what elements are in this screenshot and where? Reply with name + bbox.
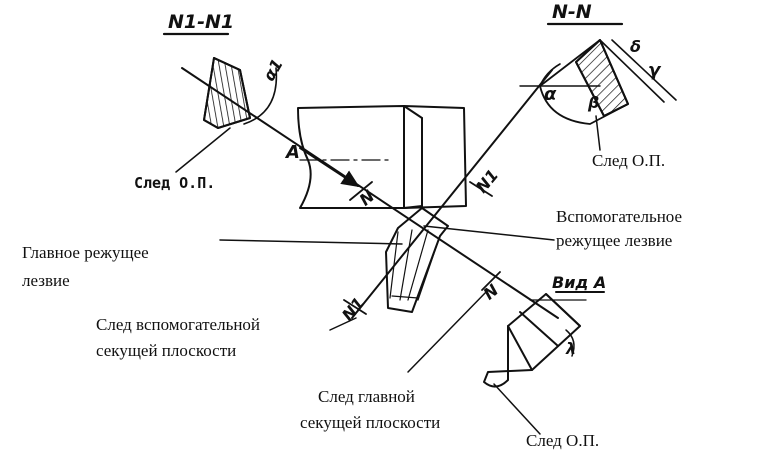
angle-beta: β [587, 93, 599, 112]
aux-edge-label-line1: Вспомогательное [556, 207, 682, 226]
aux-plane-label-line1: След вспомогательной [96, 315, 260, 334]
angle-gamma: γ [648, 60, 662, 81]
main-edge-label-line2: лезвие [22, 271, 70, 290]
letter-n-upper: N [480, 280, 503, 304]
main-edge-leader [219, 239, 403, 245]
trace-op-bottom-label: След О.П. [526, 431, 599, 450]
aux-edge-label-line2: режущее лезвие [556, 231, 672, 250]
angle-lambda: λ [565, 339, 576, 358]
angle-alpha: α [544, 84, 557, 105]
view-a-title: Вид А [552, 273, 606, 292]
main-plane-label-line1: След главной [318, 387, 415, 406]
letter-n1-lower: N1 [338, 294, 368, 325]
aux-plane-leader [329, 317, 357, 331]
aux-edge-leader [423, 225, 555, 241]
letter-a: A [284, 142, 300, 163]
workpiece-body [297, 105, 467, 209]
section-n1-n1-drawing [162, 32, 278, 173]
view-a-arrow [299, 147, 360, 188]
main-plane-label-line2: секущей плоскости [300, 413, 440, 432]
n-section-marker-bottom [481, 271, 501, 291]
n1-section-marker-bottom [343, 299, 367, 315]
aux-section-trace-n1-n1 [351, 69, 553, 319]
section-n-n-title: N-N [552, 1, 592, 23]
aux-plane-label-line2: секущей плоскости [96, 341, 236, 360]
main-plane-leader [407, 289, 489, 373]
letter-n1-upper: N1 [472, 166, 502, 197]
n-section-marker-top [349, 181, 373, 201]
n1-section-marker-top [469, 181, 493, 197]
angle-alpha1: α1 [259, 56, 287, 85]
view-a-drawing [483, 291, 605, 435]
section-n1-n1-title: N1-N1 [168, 11, 234, 33]
trace-op-left-label: След О.П. [134, 174, 215, 192]
letter-n-lower: N [356, 186, 379, 210]
section-n-n-drawing [519, 22, 677, 151]
main-edge-label-line1: Главное режущее [22, 243, 149, 262]
angle-delta: δ [630, 37, 641, 56]
trace-op-right-label: След О.П. [592, 151, 665, 170]
